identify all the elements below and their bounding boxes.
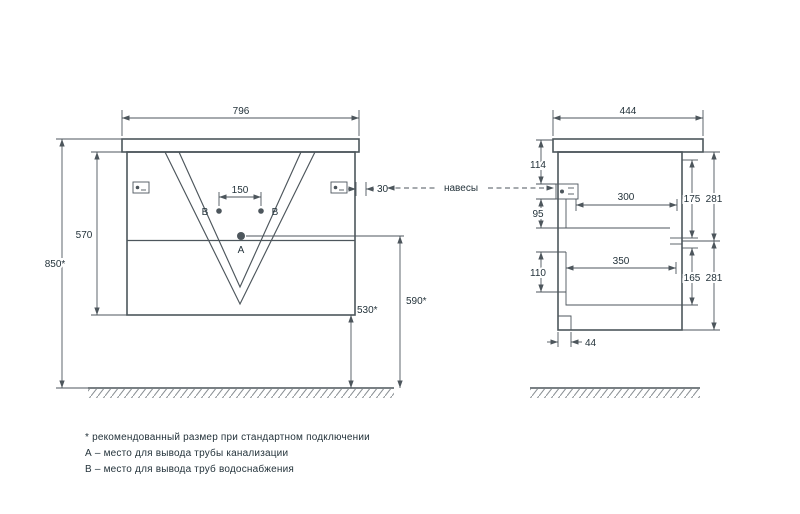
dim-label-530: 530*	[357, 305, 378, 316]
bracket-outline	[330, 181, 348, 194]
plinth-step	[558, 315, 572, 330]
hanger-bracket-side-icon	[555, 183, 579, 200]
dim-label-95: 95	[532, 209, 544, 220]
cabinet-body-front	[126, 151, 356, 316]
side-dim-plinth: 44	[547, 332, 597, 349]
side-dim-depth: 444	[552, 106, 704, 136]
side-dim-hanger-gap: 95	[530, 198, 566, 229]
dim-label-350: 350	[613, 256, 630, 267]
ground-hatch	[530, 389, 700, 398]
side-dim-lower-depth: 350	[566, 256, 677, 274]
ground-hatch	[88, 389, 394, 398]
dim-label-281-upper: 281	[706, 194, 723, 205]
v-groove-outer	[164, 151, 316, 306]
dim-label-590: 590*	[406, 296, 427, 307]
point-b-left	[216, 208, 222, 214]
v-groove-inner	[178, 151, 302, 289]
upper-drawer-outline	[565, 199, 670, 229]
ground-front	[88, 387, 394, 398]
water-supply-points: 150 B B	[202, 185, 279, 218]
dim-label-30: 30	[377, 184, 389, 195]
hangers-callout: навесы	[387, 183, 554, 194]
hanger-bracket-left-icon	[132, 181, 150, 194]
bracket-dot	[333, 185, 338, 190]
label-a: А	[238, 245, 245, 256]
front-dim-drain-height: 590*	[246, 235, 427, 388]
dim-label-850: 850*	[45, 259, 66, 270]
cabinet-body-side	[557, 151, 683, 331]
side-dim-lower-section: 281	[682, 241, 725, 331]
front-view: 796 150 B B	[43, 106, 427, 398]
countertop-front	[121, 138, 360, 153]
dim-label-796: 796	[233, 106, 250, 117]
note-recommended-size: * рекомендованный размер при стандартном…	[85, 432, 370, 443]
front-dim-width: 796	[121, 106, 360, 136]
bracket-outline	[132, 181, 150, 194]
label-b-left: B	[202, 207, 209, 218]
dim-label-44: 44	[585, 338, 597, 349]
side-dim-upper-front: 175	[682, 159, 703, 239]
dim-label-175: 175	[684, 194, 701, 205]
bracket-outline	[555, 183, 579, 200]
dim-label-150: 150	[232, 185, 249, 196]
side-dim-lower-front: 165	[674, 247, 703, 306]
countertop-side	[552, 138, 704, 153]
front-dim-body-height: 570	[76, 151, 127, 316]
bracket-dot	[560, 189, 564, 194]
callout-label-hangers: навесы	[444, 183, 478, 194]
dim-label-300: 300	[618, 192, 635, 203]
dim-label-444: 444	[620, 106, 637, 117]
bracket-dot	[135, 185, 140, 190]
drain-point: А	[237, 232, 245, 256]
front-dim-bottom-clearance: 530*	[346, 305, 378, 388]
side-view: 444 114 95	[528, 106, 725, 398]
note-point-b: B – место для вывода труб водоснабжения	[85, 463, 294, 475]
ground-side	[530, 387, 700, 398]
hanger-bracket-right-icon	[330, 181, 348, 194]
dim-label-570: 570	[76, 230, 93, 241]
dim-label-281-lower: 281	[706, 273, 723, 284]
point-b-right	[258, 208, 264, 214]
front-dim-hanger-offset: 30	[348, 182, 389, 196]
footnotes: * рекомендованный размер при стандартном…	[85, 432, 370, 475]
front-dim-overall-height: 850*	[43, 138, 122, 389]
note-point-a: А – место для вывода трубы канализации	[85, 447, 288, 459]
dim-label-110: 110	[530, 268, 546, 279]
point-a	[237, 232, 245, 240]
dim-label-114: 114	[530, 160, 546, 171]
side-dim-hanger-top: 114	[528, 139, 556, 185]
side-dim-upper-depth: 300	[575, 192, 678, 211]
label-b-right: B	[272, 207, 279, 218]
dim-label-165: 165	[684, 273, 701, 284]
side-dim-lower-left: 110	[528, 251, 566, 293]
